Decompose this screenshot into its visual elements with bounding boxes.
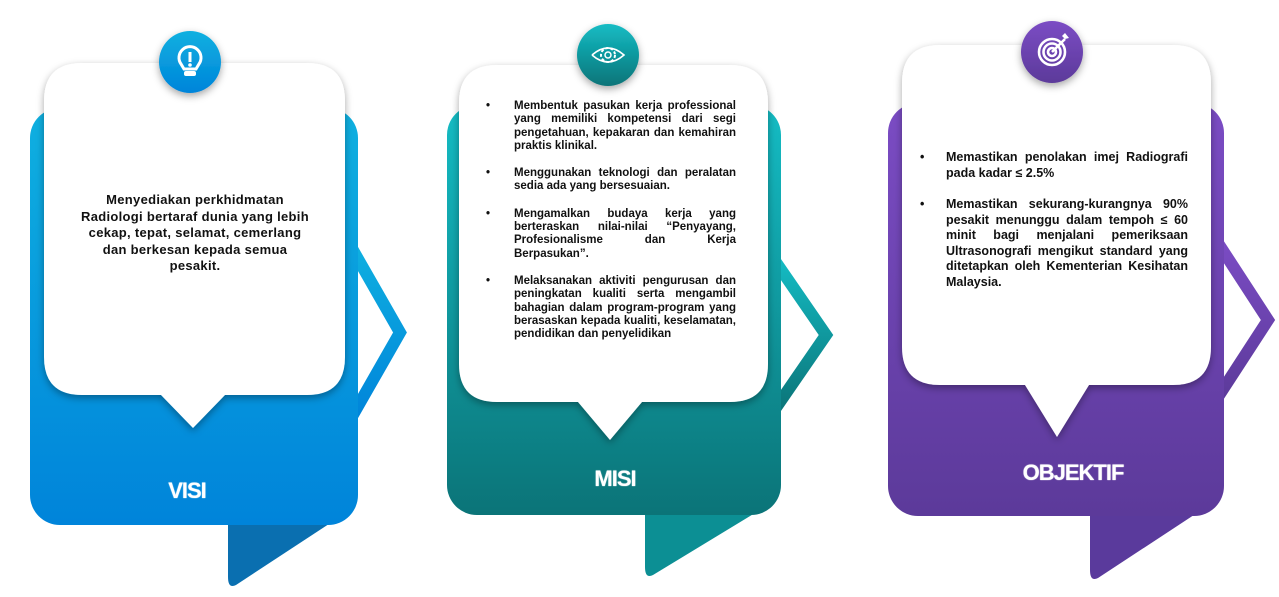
objektif-list: Memastikan penolakan imej Radiografi pad…	[920, 150, 1188, 306]
misi-item: Menggunakan teknologi dan peralatan sedi…	[486, 167, 736, 194]
visi-title: VISI	[168, 478, 207, 503]
misi-item: Melaksanakan aktiviti pengurusan dan pen…	[486, 275, 736, 341]
bubble-body	[888, 103, 1224, 516]
chevron-arrow	[344, 242, 407, 423]
bubble-body	[30, 108, 358, 525]
content-panel	[44, 63, 345, 428]
content-panel	[902, 45, 1211, 437]
chevron-arrow	[1210, 236, 1276, 404]
objektif-item: Memastikan sekurang-kurangnya 90% pesaki…	[920, 197, 1188, 290]
bubble-tail	[1090, 511, 1200, 579]
content-panel	[459, 65, 768, 440]
misi-item: Mengamalkan budaya kerja yang berteraska…	[486, 208, 736, 261]
objektif-item: Memastikan penolakan imej Radiografi pad…	[920, 150, 1188, 181]
bubble-tail	[228, 520, 335, 586]
misi-list: Membentuk pasukan kerja professional yan…	[486, 100, 736, 355]
eye-gear-icon	[577, 24, 639, 86]
bubble-body	[447, 105, 781, 515]
lightbulb-icon	[159, 31, 221, 93]
misi-item: Membentuk pasukan kerja professional yan…	[486, 100, 736, 153]
visi-statement: Menyediakan perkhidmatan Radiologi berta…	[81, 192, 309, 273]
chevron-arrow	[768, 254, 834, 416]
bubble-tail	[645, 510, 760, 576]
objektif-title: OBJEKTIF	[1022, 460, 1125, 485]
target-icon	[1021, 21, 1083, 83]
misi-title: MISI	[594, 466, 636, 491]
